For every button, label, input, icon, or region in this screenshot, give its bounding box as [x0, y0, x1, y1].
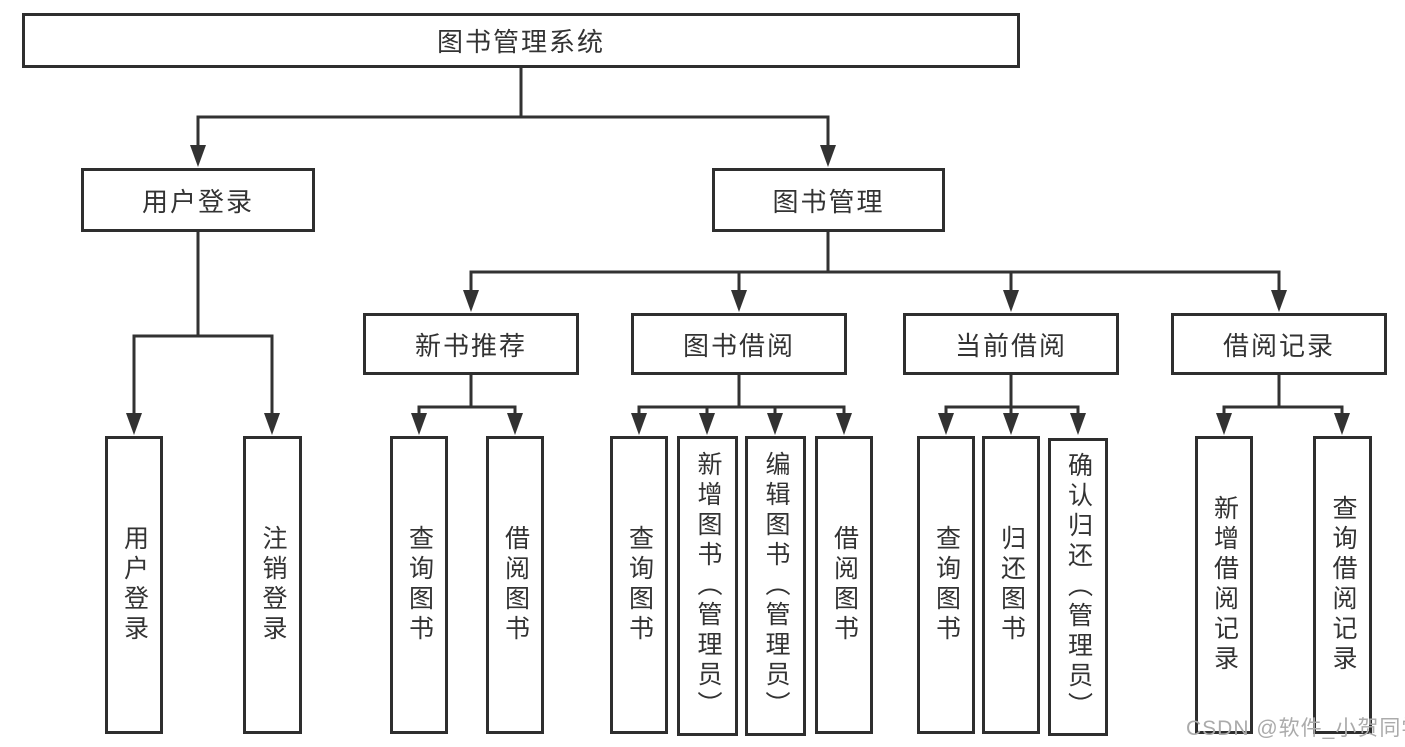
node-query-books-3: 查询图书 — [917, 436, 975, 734]
node-book-borrowing-label: 图书借阅 — [682, 330, 795, 361]
node-current-borrowing: 当前借阅 — [903, 313, 1119, 375]
node-query-books-2: 查询图书 — [610, 436, 668, 734]
node-query-books-1: 查询图书 — [390, 436, 448, 734]
node-edit-book-admin: 编辑图书（管理员） — [745, 436, 806, 736]
node-borrowing-records-label: 借阅记录 — [1222, 330, 1335, 361]
node-current-borrowing-label: 当前借阅 — [954, 330, 1067, 361]
node-user-login-leaf: 用户登录 — [105, 436, 163, 734]
node-return-book: 归还图书 — [982, 436, 1040, 734]
node-add-borrow-record: 新增借阅记录 — [1195, 436, 1253, 734]
node-add-book-admin: 新增图书（管理员） — [677, 436, 738, 736]
node-confirm-return-admin: 确认归还（管理员） — [1048, 438, 1108, 736]
node-logout: 注销登录 — [243, 436, 302, 734]
node-user-login: 用户登录 — [81, 168, 315, 232]
node-borrow-books-1: 借阅图书 — [486, 436, 544, 734]
node-book-borrowing: 图书借阅 — [631, 313, 847, 375]
node-new-book-recommend-label: 新书推荐 — [414, 330, 527, 361]
node-book-management: 图书管理 — [712, 168, 945, 232]
node-root: 图书管理系统 — [22, 13, 1020, 68]
node-new-book-recommend: 新书推荐 — [363, 313, 579, 375]
node-book-management-label: 图书管理 — [772, 186, 885, 217]
node-root-label: 图书管理系统 — [436, 27, 605, 57]
node-user-login-label: 用户登录 — [141, 186, 254, 217]
node-borrow-books-2: 借阅图书 — [815, 436, 873, 734]
csdn-watermark: CSDN @软件_小贺同学 — [1186, 717, 1405, 740]
node-borrowing-records: 借阅记录 — [1171, 313, 1387, 375]
node-query-borrow-record: 查询借阅记录 — [1313, 436, 1372, 734]
